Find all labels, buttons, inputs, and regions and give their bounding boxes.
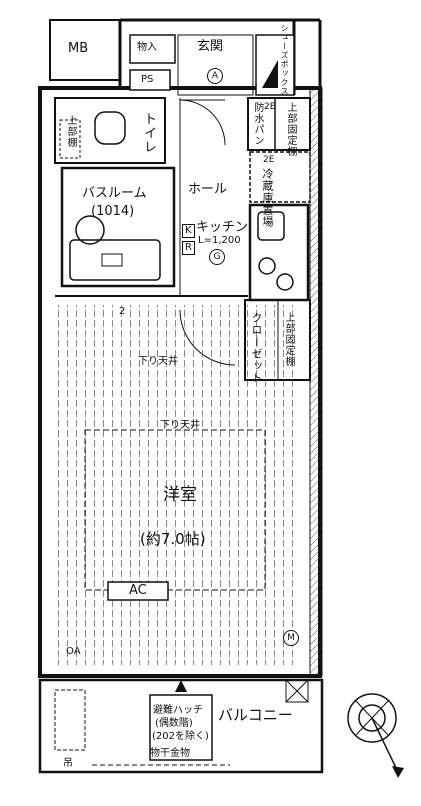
drying-hardware-label: 物干金物 bbox=[150, 748, 190, 759]
kitchen-label: キッチン bbox=[196, 220, 249, 235]
hatch-label-1: 避難ハッチ bbox=[153, 705, 203, 716]
ac-unit bbox=[107, 581, 169, 601]
storage-box bbox=[129, 34, 176, 64]
dropped-ceiling-label-1: 下り天井 bbox=[138, 356, 178, 367]
kitchen-length-label: L=1,200 bbox=[198, 235, 241, 246]
marker-g: G bbox=[209, 249, 225, 265]
shoe-box-mark bbox=[262, 60, 278, 88]
bathroom-label: バスルーム bbox=[82, 186, 147, 201]
closet-label: クローゼット bbox=[250, 312, 263, 384]
shoe-box-label: シューズボックス bbox=[280, 24, 289, 96]
tag-2e-mid: 2E bbox=[263, 155, 275, 165]
balcony-label: バルコニー bbox=[218, 706, 293, 724]
upper-shelf-left-label: 上部棚 bbox=[65, 115, 76, 148]
balcony-area bbox=[38, 678, 324, 774]
hatch-arrow bbox=[175, 680, 187, 692]
marker-a: A bbox=[207, 68, 223, 84]
fridge-space-label: 冷蔵庫置場 bbox=[261, 168, 274, 228]
num-2-label: 2 bbox=[119, 306, 126, 317]
compass-rose bbox=[347, 693, 404, 778]
entrance-label: 玄関 bbox=[197, 39, 224, 54]
western-room-label: 洋室 bbox=[163, 485, 197, 505]
mb-label: MB bbox=[68, 41, 89, 56]
tag-2e-top: 2E bbox=[264, 102, 276, 112]
hall-label: ホール bbox=[188, 182, 228, 197]
right-wall-hatch bbox=[309, 87, 323, 677]
laundry-zone bbox=[247, 97, 311, 203]
dropped-ceiling-outline bbox=[84, 429, 266, 591]
marker-m: M bbox=[283, 630, 299, 646]
oa-label: OA bbox=[66, 646, 81, 657]
room-flooring bbox=[55, 305, 300, 665]
bathroom-room bbox=[60, 166, 176, 288]
marker-k: K bbox=[182, 224, 195, 238]
waterproof-pan-label: 防水パン bbox=[252, 102, 263, 146]
ps-box bbox=[129, 69, 171, 91]
hatch-label-2: (偶数階) bbox=[155, 718, 193, 729]
toilet-label: トイレ bbox=[141, 112, 156, 154]
ac-label: AC bbox=[129, 583, 147, 598]
mb-box bbox=[49, 19, 121, 81]
room-size-label: (約7.0帖) bbox=[140, 530, 206, 548]
marker-r: R bbox=[182, 241, 195, 255]
storage-label: 物入 bbox=[137, 42, 157, 53]
upper-fixed-shelf-label: 上部固定棚 bbox=[285, 102, 296, 157]
ps-label: PS bbox=[141, 74, 154, 85]
toilet-room bbox=[54, 97, 166, 164]
hall-door bbox=[179, 98, 226, 295]
kitchen-counter bbox=[248, 203, 310, 302]
hanging-label: 吊 bbox=[63, 758, 73, 769]
dropped-ceiling-label-2: 下り天井 bbox=[160, 420, 200, 431]
closet-upper-shelf-label: 上部固定棚 bbox=[283, 312, 294, 367]
bathroom-size-label: (1014) bbox=[91, 204, 135, 219]
hatch-label-3: (202を除く) bbox=[152, 731, 209, 742]
